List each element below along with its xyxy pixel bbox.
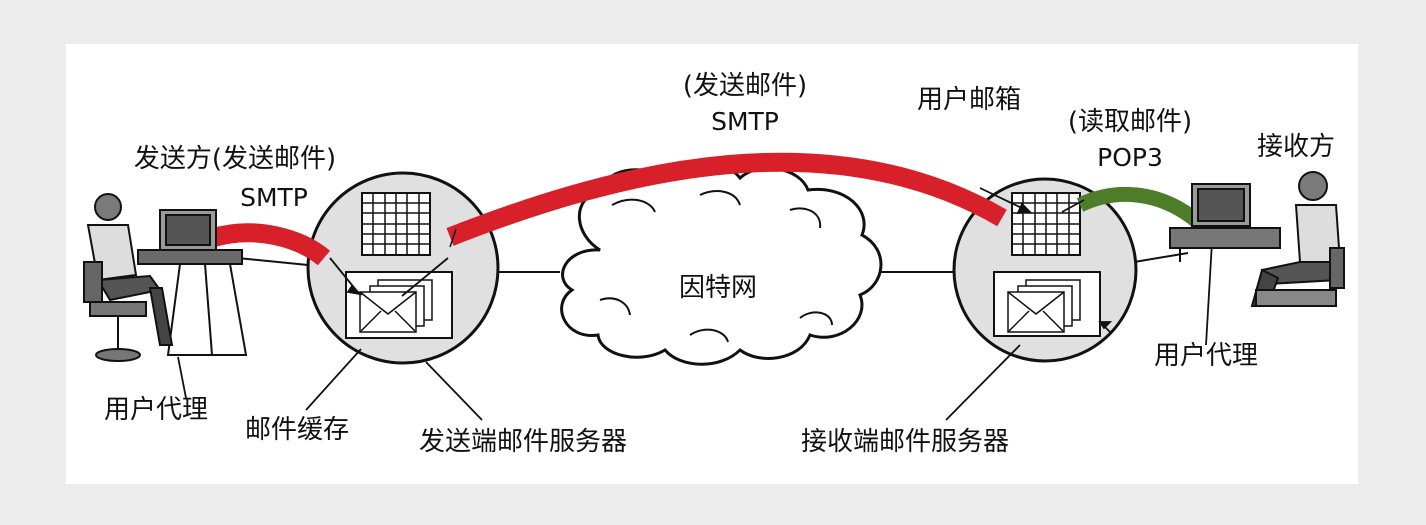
label-mailbox: 用户邮箱 [917,85,1021,115]
caption-leaders [177,241,1213,421]
label-read-protocol: POP3 [1097,143,1163,172]
pop3-pipe [1076,186,1203,228]
label-left-agent: 用户代理 [104,395,208,425]
smtp-pipe-sender [209,223,331,266]
label-right-agent: 用户代理 [1154,341,1258,371]
label-send-server: 发送端邮件服务器 [419,427,627,457]
send-server-mailbox-grid-icon [361,192,431,256]
network-links [237,252,1189,273]
label-top-protocol: SMTP [711,107,779,136]
label-receiver: 接收方 [1257,132,1335,162]
label-mail-cache: 邮件缓存 [245,415,349,445]
smtp-pipe-servers-edge [449,228,457,248]
label-recv-server: 接收端邮件服务器 [801,427,1009,457]
send-server [306,171,500,365]
label-sender: 发送方(发送邮件) [134,144,336,174]
recv-cache-envelope-icon [1007,279,1081,333]
label-internet: 因特网 [679,273,757,303]
label-top-action: (发送邮件) [683,71,807,101]
smtp-pipe-servers [446,152,1007,246]
sender-user-agent-icon [83,193,248,362]
recv-server [952,177,1138,363]
label-sender-protocol: SMTP [240,183,308,212]
send-cache-envelope-icon [359,279,433,333]
recv-server-mailbox-grid-icon [1011,192,1081,256]
pointer-arrows [329,187,1113,333]
receiver-user-agent-icon [1169,171,1345,307]
label-read-action: (读取邮件) [1068,107,1192,137]
